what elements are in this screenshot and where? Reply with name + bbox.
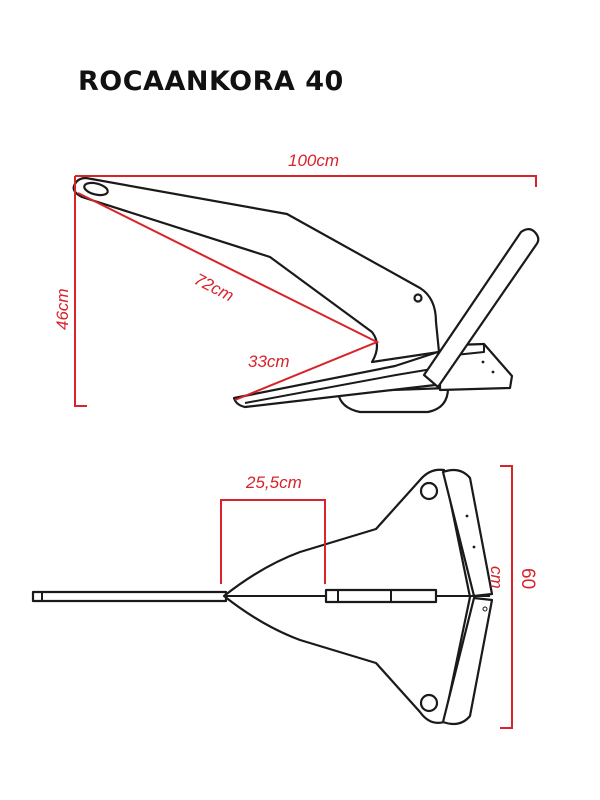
lower-eye xyxy=(419,693,439,713)
fluke-edge xyxy=(244,367,439,404)
plate-bolt xyxy=(491,370,495,374)
bolt xyxy=(465,514,469,518)
shackle-eye xyxy=(83,181,109,197)
upper-fluke-plate xyxy=(441,468,494,598)
width-dimension-line xyxy=(500,465,513,729)
upper-eye xyxy=(419,481,439,501)
shank-offset-label: 25,5cm xyxy=(245,473,302,492)
shank-collar xyxy=(324,588,438,604)
shank-length-label: 72cm xyxy=(191,270,237,306)
shank-fluke-dimension-lines xyxy=(77,192,380,401)
bolt xyxy=(482,606,488,612)
width-unit-label: cm xyxy=(487,566,506,589)
shank-hole xyxy=(413,293,423,303)
side-view: 100cm 46cm 72cm 33cm xyxy=(53,151,540,414)
top-view: 25,5cm 60 cm xyxy=(31,465,538,729)
shank-top xyxy=(31,590,228,603)
bolt xyxy=(472,545,476,549)
width-value-label: 60 xyxy=(517,568,538,589)
roll-bar xyxy=(422,228,540,389)
lower-fluke-plate xyxy=(441,596,494,726)
plate-bolt xyxy=(481,360,485,364)
shank xyxy=(72,176,441,364)
page-title: ROCAANKORA 40 xyxy=(78,66,344,97)
length-dimension-line xyxy=(75,175,537,187)
shank-offset-bracket xyxy=(220,499,326,584)
length-label: 100cm xyxy=(288,151,339,170)
height-label: 46cm xyxy=(53,288,72,330)
fluke-length-label: 33cm xyxy=(248,352,290,371)
height-dimension-line xyxy=(74,176,87,407)
